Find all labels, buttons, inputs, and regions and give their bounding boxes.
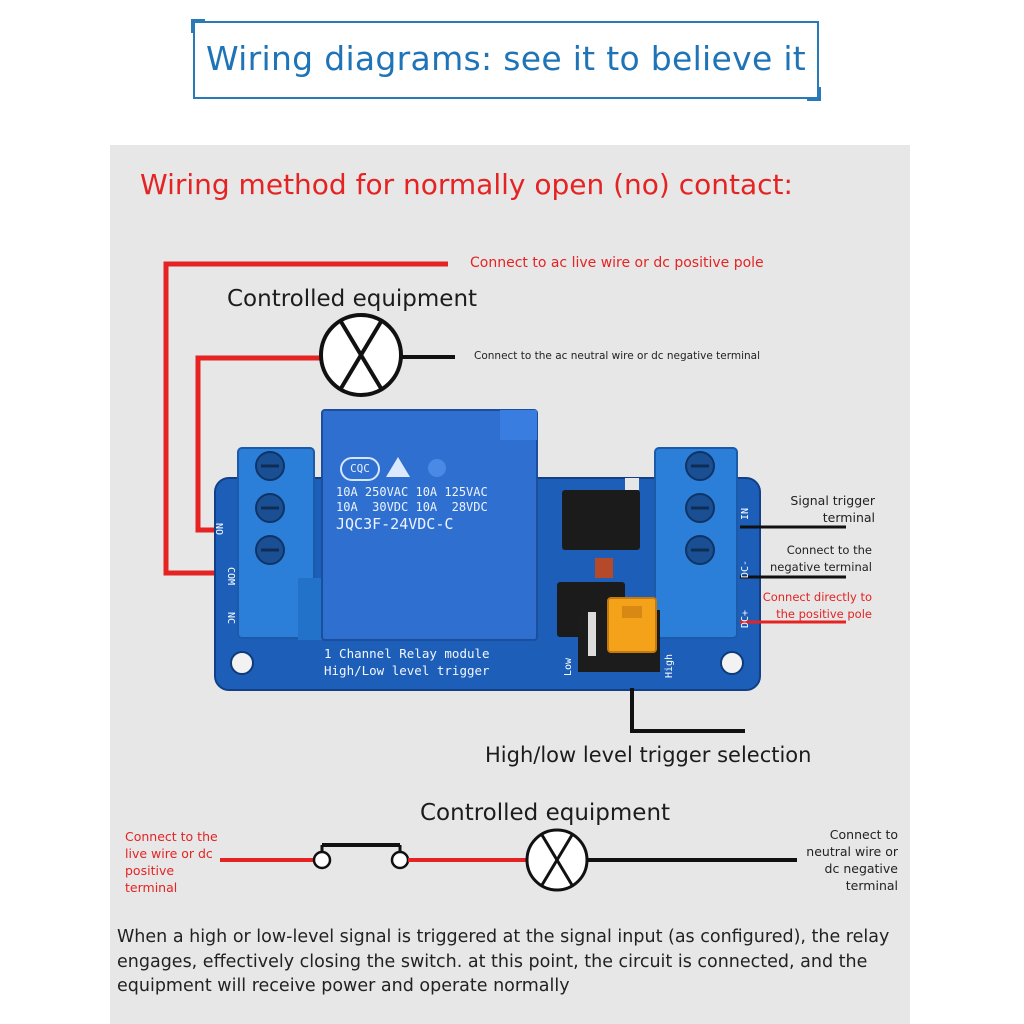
trigger-pointer	[630, 688, 745, 733]
lamp-icon	[319, 313, 403, 397]
live-wire	[163, 261, 448, 576]
relay-rating-1: 10A 250VAC 10A 125VAC	[336, 485, 488, 499]
board-label-1: 1 Channel Relay module	[324, 646, 490, 661]
pin-dcp-label: DC+	[740, 609, 751, 628]
lamp-icon-bottom	[525, 828, 589, 892]
relay-module	[214, 409, 761, 691]
method-title: Wiring method for normally open (no) con…	[140, 168, 793, 201]
pin-dcm-label: DC-	[740, 559, 751, 578]
relay-model: JQC3F-24VDC-C	[336, 515, 454, 533]
controlled-equipment-top: Controlled equipment	[227, 286, 478, 312]
neutral-bottom-note: Connect to neutral wire or dc negative t…	[806, 827, 898, 893]
relay-logo: CQC	[340, 457, 380, 481]
live-wire-bottom-note: Connect to the live wire or dc positive …	[125, 829, 218, 895]
controlled-equipment-bottom: Controlled equipment	[420, 800, 671, 826]
relay-rating-2: 10A 30VDC 10A 28VDC	[336, 500, 488, 514]
header-banner: Wiring diagrams: see it to believe it	[191, 19, 821, 101]
pin-com-label: COM	[225, 567, 236, 586]
jumper-high-label: High	[664, 653, 675, 678]
page-title: Wiring diagrams: see it to believe it	[205, 39, 807, 78]
live-wire-note: Connect to ac live wire or dc positive p…	[470, 255, 764, 271]
warning-icon	[386, 457, 410, 477]
pin-nc-label: NC	[225, 612, 236, 625]
neutral-note-top: Connect to the ac neutral wire or dc neg…	[474, 350, 761, 362]
board-label-2: High/Low level trigger	[324, 663, 490, 678]
description-text: When a high or low-level signal is trigg…	[117, 927, 890, 996]
pin-no-label: NO	[213, 523, 224, 536]
trigger-selection-label: High/low level trigger selection	[485, 743, 812, 767]
switch-contact-right	[390, 850, 410, 870]
pin-in-label: IN	[740, 507, 751, 520]
jumper-low-label: Low	[563, 657, 574, 676]
switch-contact-left	[312, 850, 332, 870]
